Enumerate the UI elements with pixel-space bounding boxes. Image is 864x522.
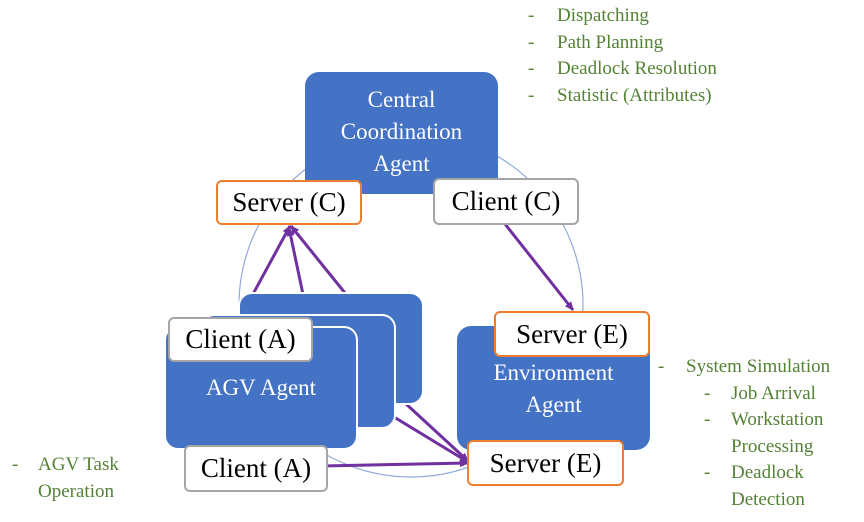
arrow-central-to-env xyxy=(503,223,575,311)
central-client-node: Client (C) xyxy=(433,178,579,225)
arrow-client-a-to-env xyxy=(321,459,469,468)
central-server-node: Server (C) xyxy=(216,180,362,225)
central-function-item: - Statistic (Attributes) xyxy=(528,84,712,106)
central-function-item: - Path Planning xyxy=(528,31,664,53)
system-simulation-heading: System Simulation xyxy=(686,356,831,377)
central-function-item: - Deadlock Resolution xyxy=(528,58,717,79)
environment-agent-label: Environment Agent xyxy=(493,360,614,417)
agv-client-node-top: Client (A) xyxy=(168,317,313,362)
env-server-node-top: Server (E) xyxy=(494,311,650,357)
arrow-agv-to-central-3 xyxy=(289,225,347,294)
env-server-node-bottom: Server (E) xyxy=(467,440,624,486)
agv-agent-label: AGV Agent xyxy=(205,375,317,400)
central-functions-list: - Dispatching - Path Planning - Deadlock… xyxy=(528,3,848,113)
central-function-item: - Dispatching xyxy=(528,5,649,26)
central-coordination-agent: Central Coordination Agent xyxy=(305,72,498,194)
agv-functions-list: - AGV Task Operation xyxy=(12,454,119,502)
central-agent-label: Central Coordination Agent xyxy=(340,87,463,176)
environment-functions-list: - System Simulation - Job Arrival - Work… xyxy=(658,356,831,510)
agv-client-node-bottom: Client (A) xyxy=(184,445,328,492)
arrow-agv-to-env-2 xyxy=(403,401,470,463)
